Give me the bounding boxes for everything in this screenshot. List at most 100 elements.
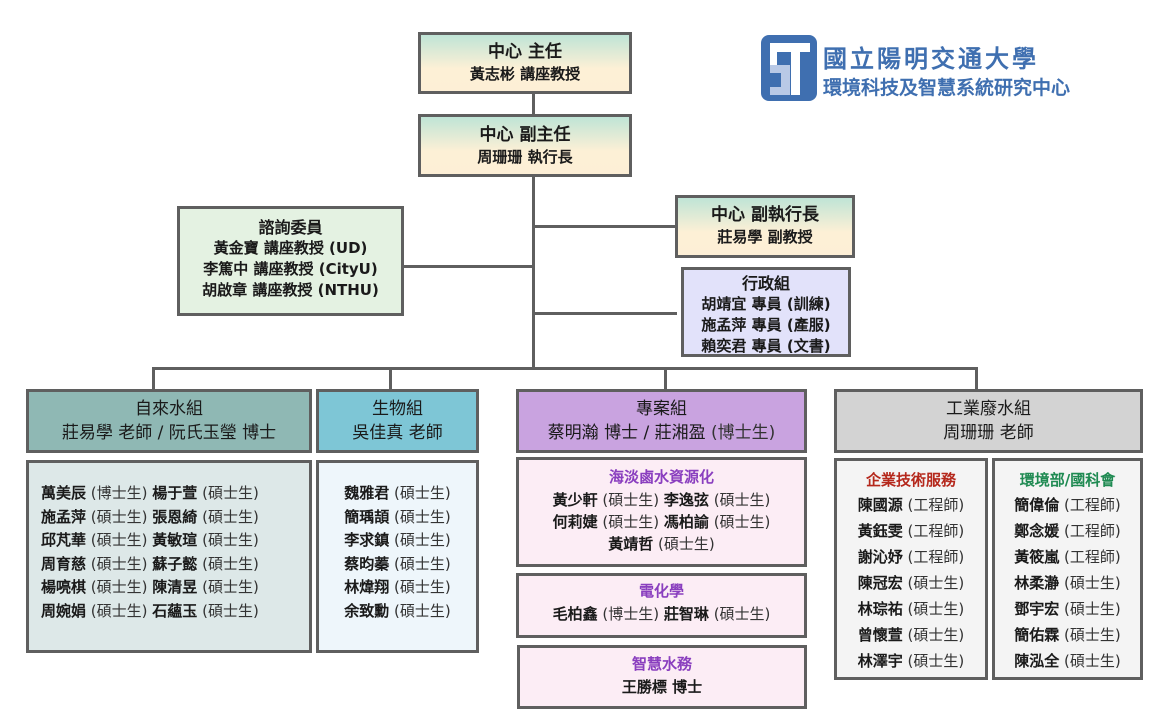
admin-member: 施孟萍 專員 (產服) <box>701 316 831 334</box>
member-name: 陳泓全 <box>1014 652 1060 670</box>
member-row: 蔡昀蓁 (碩士生) <box>319 553 476 577</box>
member-name: 毛柏鑫 <box>552 605 598 623</box>
member-role: (碩士生) <box>907 652 965 670</box>
university-name: 國立陽明交通大學 <box>823 45 1039 73</box>
member-name: 魏雅君 <box>344 484 390 502</box>
subgroup-title: 智慧水務 <box>631 655 692 673</box>
project-group-leaders: 蔡明瀚 博士 / 莊湘盈 <box>547 423 706 443</box>
connector-admin <box>532 312 677 315</box>
member-role: (碩士生) <box>1064 600 1121 618</box>
member: 鄧宇宏 (碩士生) <box>1014 600 1121 618</box>
member: 魏雅君 (碩士生) <box>344 484 451 502</box>
bio-group-header: 生物組 吳佳真 老師 <box>316 389 479 453</box>
member-role: (工程師) <box>1064 522 1121 540</box>
member-name: 黃鈺雯 <box>857 522 903 540</box>
member-name: 林澤宇 <box>857 652 903 670</box>
member-role: (碩士生) <box>394 531 451 549</box>
admin-member: 賴奕君 專員 (文書) <box>701 337 831 355</box>
member: 陳冠宏 (碩士生) <box>858 574 965 592</box>
center-name: 環境科技及智慧系統研究中心 <box>823 77 1071 99</box>
member-name: 馮柏諭 <box>663 513 709 531</box>
bio-group-leaders: 吳佳真 老師 <box>352 423 443 443</box>
connector-advisory <box>402 265 534 268</box>
member-row: 簡瑀頡 (碩士生) <box>319 506 476 530</box>
member-role: (博士生) <box>602 605 660 623</box>
member-row: 林煒翔 (碩士生) <box>319 576 476 600</box>
member: 楊喨棋 (碩士生) <box>41 578 148 596</box>
connector-deputy-exec <box>532 225 675 228</box>
member: 周育慈 (碩士生) <box>41 555 148 573</box>
member-name: 李逸弦 <box>663 491 709 509</box>
member-name: 萬美辰 <box>41 484 87 502</box>
member-role: (碩士生) <box>202 578 259 596</box>
member-role: (碩士生) <box>907 574 965 592</box>
member-role: (碩士生) <box>394 578 451 596</box>
project-subgroup-smartwater: 智慧水務王勝標 博士 <box>517 645 807 709</box>
member-name: 蘇子懿 <box>152 554 198 573</box>
member-role: (碩士生) <box>90 578 148 596</box>
member: 林柔瀞 (碩士生) <box>1014 574 1121 592</box>
member-row: 何莉婕 (碩士生) 馮柏諭 (碩士生) <box>519 511 804 533</box>
member: 周婉娟 (碩士生) <box>41 602 148 620</box>
connector-bio <box>389 370 392 389</box>
member-name: 楊喨棋 <box>41 578 87 596</box>
subgroup-title: 環境部/國科會 <box>1019 471 1116 489</box>
member-role: (碩士生) <box>907 626 965 644</box>
water-group-leaders: 莊易學 老師 / 阮氏玉瑩 博士 <box>61 423 277 443</box>
member-name: 周婉娟 <box>41 601 87 620</box>
member-name: 陳冠宏 <box>857 574 903 592</box>
member-name: 簡偉倫 <box>1014 496 1060 514</box>
member-role: (碩士生) <box>394 484 451 502</box>
connector-water <box>152 367 155 389</box>
member: 馮柏諭 (碩士生) <box>664 513 771 531</box>
member-row: 林澤宇 (碩士生) <box>837 648 985 674</box>
member-role: (碩士生) <box>1064 652 1121 670</box>
member: 邱芃華 (碩士生) <box>41 531 148 549</box>
member-role: (碩士生) <box>1064 574 1121 592</box>
member-name: 黃少軒 <box>552 491 598 509</box>
member-name: 謝沁妤 <box>857 548 903 566</box>
member: 黃鈺雯 (工程師) <box>858 522 965 540</box>
deputy-director-title: 中心 副主任 <box>479 125 571 145</box>
director-name: 黃志彬 講座教授 <box>469 65 581 83</box>
deputy-director-name: 周珊珊 執行長 <box>477 148 573 166</box>
member-role: (工程師) <box>907 522 965 540</box>
member-row: 簡佑霖 (碩士生) <box>995 622 1140 648</box>
member: 施孟萍 (碩士生) <box>41 508 148 526</box>
member-row: 萬美辰 (博士生) 楊于萱 (碩士生) <box>41 482 309 506</box>
member-row: 鄧宇宏 (碩士生) <box>995 596 1140 622</box>
member-row: 陳冠宏 (碩士生) <box>837 570 985 596</box>
advisory-title: 諮詢委員 <box>258 218 323 237</box>
industrial-group-title: 工業廢水組 <box>946 399 1031 419</box>
member-row: 魏雅君 (碩士生) <box>319 482 476 506</box>
member-role: (碩士生) <box>394 507 451 526</box>
member: 石蘊玉 (碩士生) <box>152 602 259 620</box>
connector-director-deputy <box>532 93 535 115</box>
project-group-leader-role: (博士生) <box>711 423 776 443</box>
member: 何莉婕 (碩士生) <box>553 513 660 531</box>
connector-industrial <box>975 367 978 389</box>
member: 莊智琳 (碩士生) <box>664 605 771 623</box>
advisory-member: 胡啟章 講座教授 (NTHU) <box>202 281 379 299</box>
admin-member: 胡靖宜 專員 (訓練) <box>701 295 831 313</box>
member-name: 林柔瀞 <box>1014 574 1060 592</box>
deputy-director-box: 中心 副主任 周珊珊 執行長 <box>418 114 632 177</box>
subgroup-title: 海淡鹵水資源化 <box>608 468 714 486</box>
industrial-group-header: 工業廢水組 周珊珊 老師 <box>834 389 1143 453</box>
admin-box: 行政組 胡靖宜 專員 (訓練) 施孟萍 專員 (產服) 賴奕君 專員 (文書) <box>681 267 851 357</box>
member-role: (碩士生) <box>202 531 259 549</box>
member-row: 周婉娟 (碩士生) 石蘊玉 (碩士生) <box>41 600 309 624</box>
member: 萬美辰 (博士生) <box>41 484 148 502</box>
member-row: 邱芃華 (碩士生) 黃敏瑄 (碩士生) <box>41 529 309 553</box>
member-name: 何莉婕 <box>552 513 598 531</box>
member-row: 林柔瀞 (碩士生) <box>995 570 1140 596</box>
member: 謝沁妤 (工程師) <box>858 548 965 566</box>
member-name: 石蘊玉 <box>152 601 198 620</box>
member-role: (博士生) <box>90 484 148 502</box>
connector-project <box>664 367 667 389</box>
member-name: 王勝標 博士 <box>621 678 703 696</box>
member-role: (碩士生) <box>202 507 259 526</box>
deputy-exec-title: 中心 副執行長 <box>711 205 819 225</box>
member: 陳國源 (工程師) <box>858 496 965 514</box>
member-role: (碩士生) <box>394 554 451 573</box>
